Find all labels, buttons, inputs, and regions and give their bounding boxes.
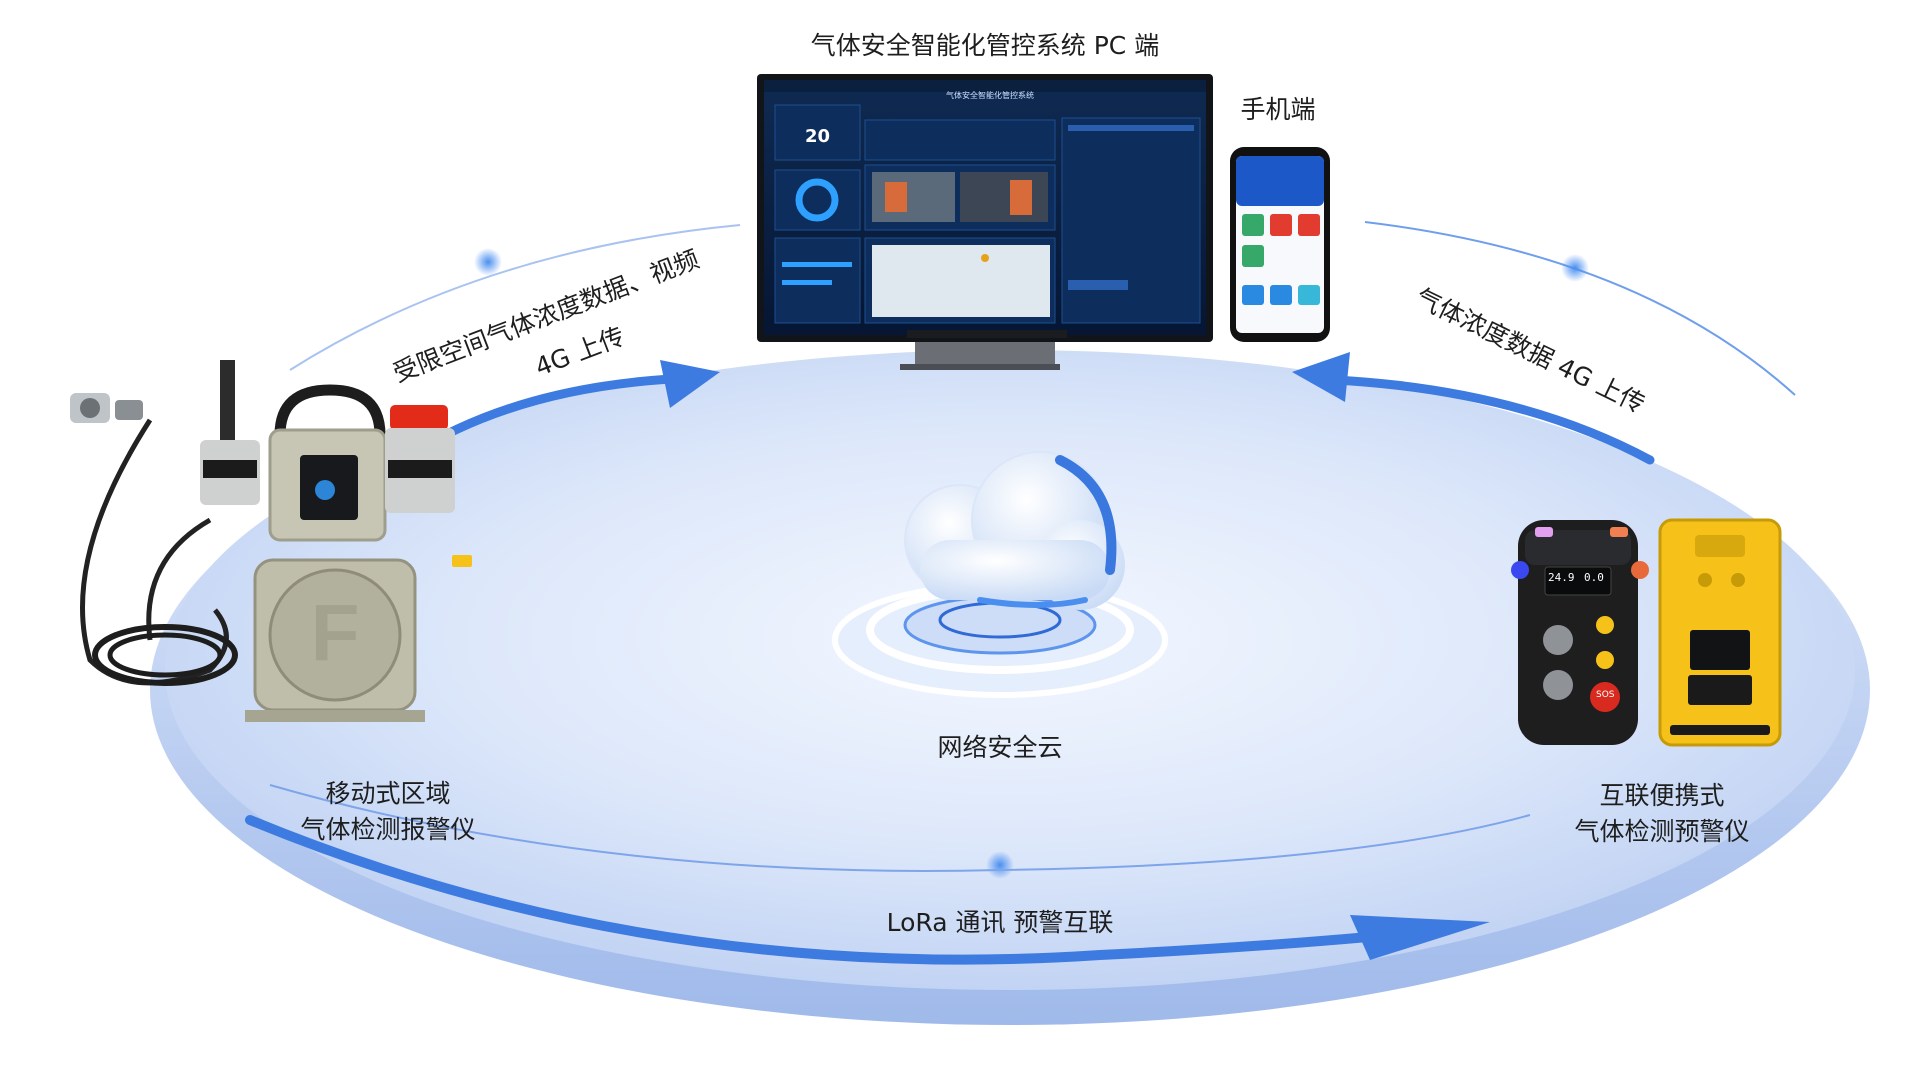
top-orbit-arc-left [289, 224, 741, 371]
cloud-label: 网络安全云 [937, 733, 1063, 762]
portable-reading-1: 24.9 [1548, 571, 1575, 584]
bottom-lora-arrow [245, 815, 1445, 965]
mobile-terminal-label: 手机端 [1240, 95, 1316, 124]
orbit-dot-right [1561, 254, 1589, 282]
bottom-lora-arc-thin [269, 784, 1531, 872]
orbit-dot-bottom [986, 851, 1014, 879]
top-orbit-arc-right [1364, 221, 1796, 396]
right-upload-arrowhead [1292, 352, 1350, 402]
bottom-lora-arrowhead [1350, 915, 1490, 960]
portable-sos-label: SOS [1596, 690, 1615, 700]
cloud-icon [904, 451, 1125, 610]
lora-label: LoRa 通讯 预警互联 [886, 908, 1114, 937]
pc-monitor [757, 74, 1213, 370]
orbit-dot-left [474, 248, 502, 276]
detector-logo-f: F [311, 588, 360, 677]
portable-detectors [1511, 518, 1782, 747]
area-detector-label-line1: 移动式区域 [325, 779, 451, 808]
area-detector-label-line2: 气体检测报警仪 [300, 815, 476, 844]
dashboard-kpi: 20 [805, 126, 831, 147]
right-upload-arrow [1330, 375, 1655, 465]
dashboard-title: 气体安全智能化管控系统 [946, 91, 1034, 100]
pc-terminal-label: 气体安全智能化管控系统 PC 端 [810, 31, 1160, 60]
area-gas-detector: F [70, 360, 472, 722]
mobile-phone [1230, 147, 1330, 342]
left-upload-arrowhead [660, 360, 720, 408]
portable-detector-label-line1: 互联便携式 [1599, 781, 1725, 810]
portable-reading-2: 0.0 [1584, 571, 1604, 584]
portable-detector-label-line2: 气体检测预警仪 [1574, 817, 1750, 846]
